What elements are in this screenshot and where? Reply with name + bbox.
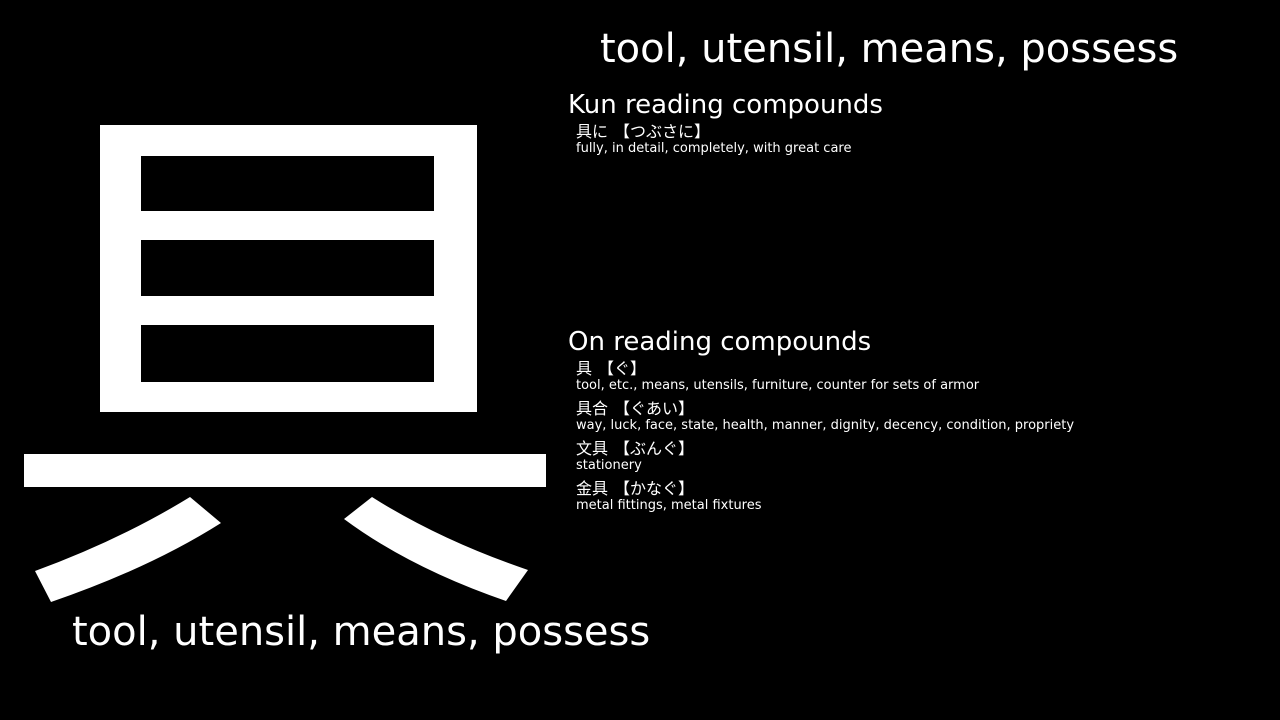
compound-reading: 【ぶんぐ】 [614, 439, 695, 458]
on-compound: 金具【かなぐ】 metal fittings, metal fixtures [576, 480, 1268, 514]
compound-word: 金具 [576, 479, 609, 498]
kanji-glyph [24, 125, 546, 602]
header-meaning: tool, utensil, means, possess [600, 26, 1179, 72]
compound-word: 具合 [576, 399, 609, 418]
compound-word: 具に [576, 122, 609, 141]
kun-reading-heading: Kun reading compounds [568, 90, 883, 120]
compound-meaning: tool, etc., means, utensils, furniture, … [576, 378, 980, 393]
kun-reading-section: Kun reading compounds 具に【つぶさに】 fully, in… [568, 89, 1268, 163]
compound-reading: 【つぶさに】 [614, 122, 711, 141]
compound-meaning: stationery [576, 458, 642, 473]
compound-word: 文具 [576, 439, 609, 458]
on-reading-heading: On reading compounds [568, 327, 872, 357]
compound-meaning: fully, in detail, completely, with great… [576, 141, 852, 156]
compound-meaning: way, luck, face, state, health, manner, … [576, 418, 1075, 433]
compound-meaning: metal fittings, metal fixtures [576, 498, 762, 513]
compound-reading: 【ぐあい】 [614, 399, 695, 418]
kanji-meaning: tool, utensil, means, possess [72, 609, 651, 655]
on-compound: 具合【ぐあい】 way, luck, face, state, health, … [576, 400, 1268, 434]
compound-reading: 【かなぐ】 [614, 479, 695, 498]
kanji-base-stroke [24, 454, 546, 487]
on-reading-section: On reading compounds 具【ぐ】 tool, etc., me… [568, 326, 1268, 520]
on-compound: 文具【ぶんぐ】 stationery [576, 440, 1268, 474]
kanji-right-leg-stroke [344, 497, 528, 601]
on-compound: 具【ぐ】 tool, etc., means, utensils, furnit… [576, 360, 1268, 394]
kanji-left-leg-stroke [35, 497, 221, 602]
kanji-frame-stroke [100, 125, 477, 412]
compound-reading: 【ぐ】 [598, 359, 647, 378]
kun-compound: 具に【つぶさに】 fully, in detail, completely, w… [576, 123, 1268, 157]
compound-word: 具 [576, 359, 593, 378]
